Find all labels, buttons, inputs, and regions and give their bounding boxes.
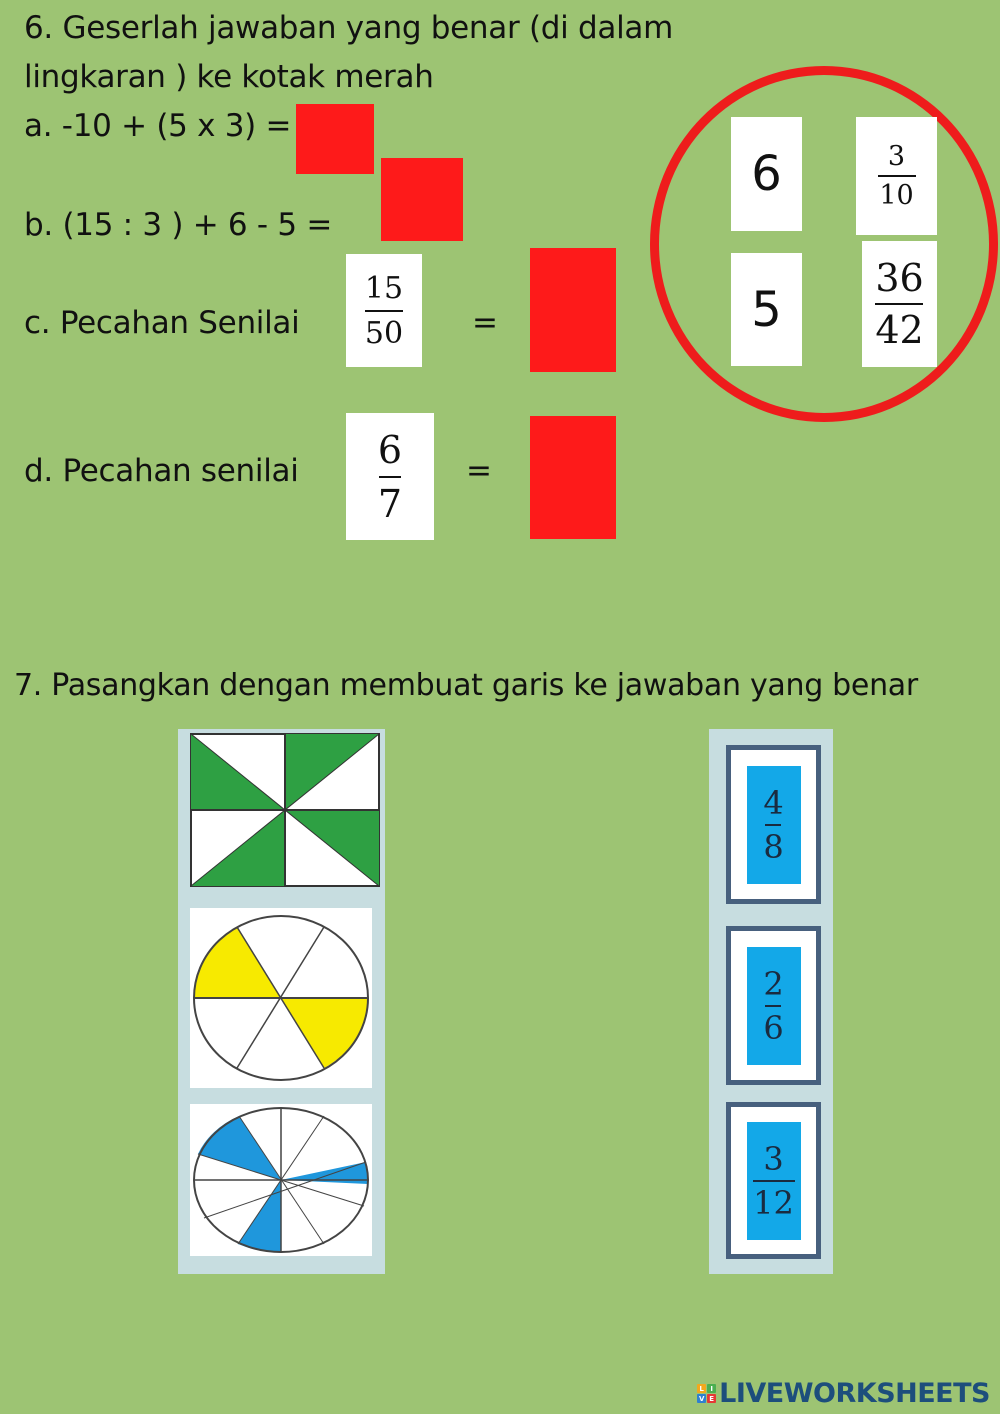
- fraction-numerator: 3: [763, 1139, 784, 1178]
- fraction-bar: [765, 823, 782, 826]
- fraction-denominator: 50: [364, 315, 404, 351]
- fraction-bar: [877, 175, 916, 177]
- fraction-denominator: 10: [879, 180, 914, 211]
- fraction-numerator: 3: [887, 141, 906, 172]
- answer-option-3-10[interactable]: 3 10: [856, 117, 937, 235]
- q6-title-line2: lingkaran ) ke kotak merah: [24, 59, 434, 95]
- fraction-bar: [752, 1179, 795, 1182]
- fraction-bar: [365, 309, 403, 312]
- fraction-denominator: 8: [763, 827, 784, 866]
- drop-box-c[interactable]: [530, 248, 616, 372]
- fraction-numerator: 15: [364, 270, 404, 306]
- q6-item-d-label: d. Pecahan senilai: [24, 453, 299, 489]
- fraction-option-4-8[interactable]: 4 8: [726, 745, 821, 904]
- shape-circle-12-parts[interactable]: [190, 1104, 372, 1256]
- drop-box-d[interactable]: [530, 416, 616, 539]
- fraction-bar: [875, 303, 924, 305]
- fraction-numerator: 6: [377, 427, 403, 472]
- liveworksheets-logo: L I V E LIVEWORKSHEETS: [697, 1378, 990, 1409]
- circle-6-parts-icon: [193, 915, 369, 1081]
- fraction-denominator: 12: [753, 1183, 794, 1222]
- fraction-bar: [765, 1004, 782, 1007]
- fraction-denominator: 7: [377, 481, 403, 526]
- answer-option-36-42[interactable]: 36 42: [862, 241, 937, 367]
- answer-circle: [650, 66, 998, 422]
- answer-option-6[interactable]: 6: [731, 117, 802, 231]
- shape-circle-6-parts[interactable]: [190, 908, 372, 1088]
- logo-blocks-icon: L I V E: [697, 1384, 717, 1403]
- answer-option-5[interactable]: 5: [731, 253, 802, 366]
- q6-item-a-label: a. -10 + (5 x 3) =: [24, 108, 292, 144]
- shape-square-pinwheel[interactable]: [190, 733, 380, 887]
- fraction-card-c: 15 50: [346, 254, 422, 367]
- fraction-denominator: 6: [763, 1008, 784, 1047]
- equals-sign-d: =: [466, 453, 492, 489]
- q7-title: 7. Pasangkan dengan membuat garis ke jaw…: [14, 668, 918, 703]
- fraction-denominator: 42: [875, 308, 924, 352]
- equals-sign-c: =: [472, 305, 498, 341]
- brand-name: LIVEWORKSHEETS: [719, 1378, 990, 1409]
- drop-box-b[interactable]: [381, 158, 463, 241]
- drop-box-a[interactable]: [296, 104, 374, 174]
- fraction-numerator: 4: [763, 783, 784, 822]
- answer-value: 5: [751, 281, 782, 338]
- q6-item-c-label: c. Pecahan Senilai: [24, 305, 300, 341]
- circle-12-parts-icon: [193, 1107, 369, 1253]
- pinwheel-square-icon: [190, 733, 380, 887]
- fraction-option-2-6[interactable]: 2 6: [726, 926, 821, 1085]
- fraction-card-d: 6 7: [346, 413, 434, 540]
- fraction-option-3-12[interactable]: 3 12: [726, 1102, 821, 1259]
- answer-value: 6: [751, 146, 782, 202]
- q6-item-b-label: b. (15 : 3 ) + 6 - 5 =: [24, 207, 333, 243]
- fraction-numerator: 2: [763, 964, 784, 1003]
- q6-title-line1: 6. Geserlah jawaban yang benar (di dalam: [24, 10, 673, 46]
- fraction-numerator: 36: [875, 256, 924, 300]
- fraction-bar: [379, 475, 401, 478]
